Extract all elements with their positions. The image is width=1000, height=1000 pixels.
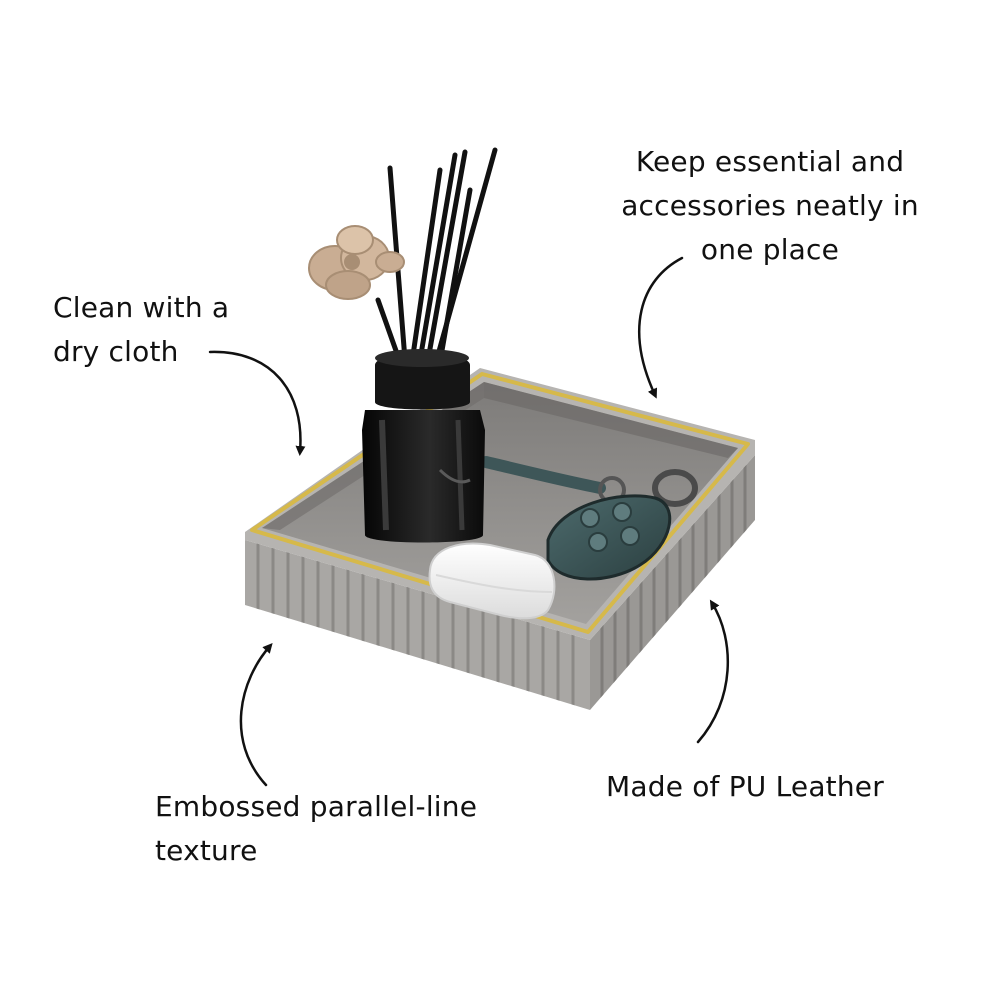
callout-clean: Clean with a dry cloth [53,286,229,374]
arrow-icon [208,350,306,456]
callout-material: Made of PU Leather [606,765,884,809]
arrow-icon [239,642,273,787]
callout-embossed-texture: Embossed parallel-line texture [155,785,477,873]
callout-line: Clean with a [53,291,230,324]
arrow-icon [638,256,684,399]
flower [308,225,405,300]
callout-line: Embossed parallel-line [155,790,478,823]
callout-line: accessories neatly in [621,189,919,222]
callout-line: one place [700,233,840,266]
reed-diffuser [308,147,498,543]
callout-line: Made of PU Leather [606,770,884,803]
callout-keep-essentials: Keep essential and accessories neatly in… [600,140,940,272]
tray [245,368,755,710]
car-key [480,456,698,581]
arrow-icon [696,599,730,744]
callout-line: dry cloth [53,335,179,368]
earbud-case [428,542,556,620]
callout-line: texture [155,834,258,867]
callout-line: Keep essential and [635,145,905,178]
